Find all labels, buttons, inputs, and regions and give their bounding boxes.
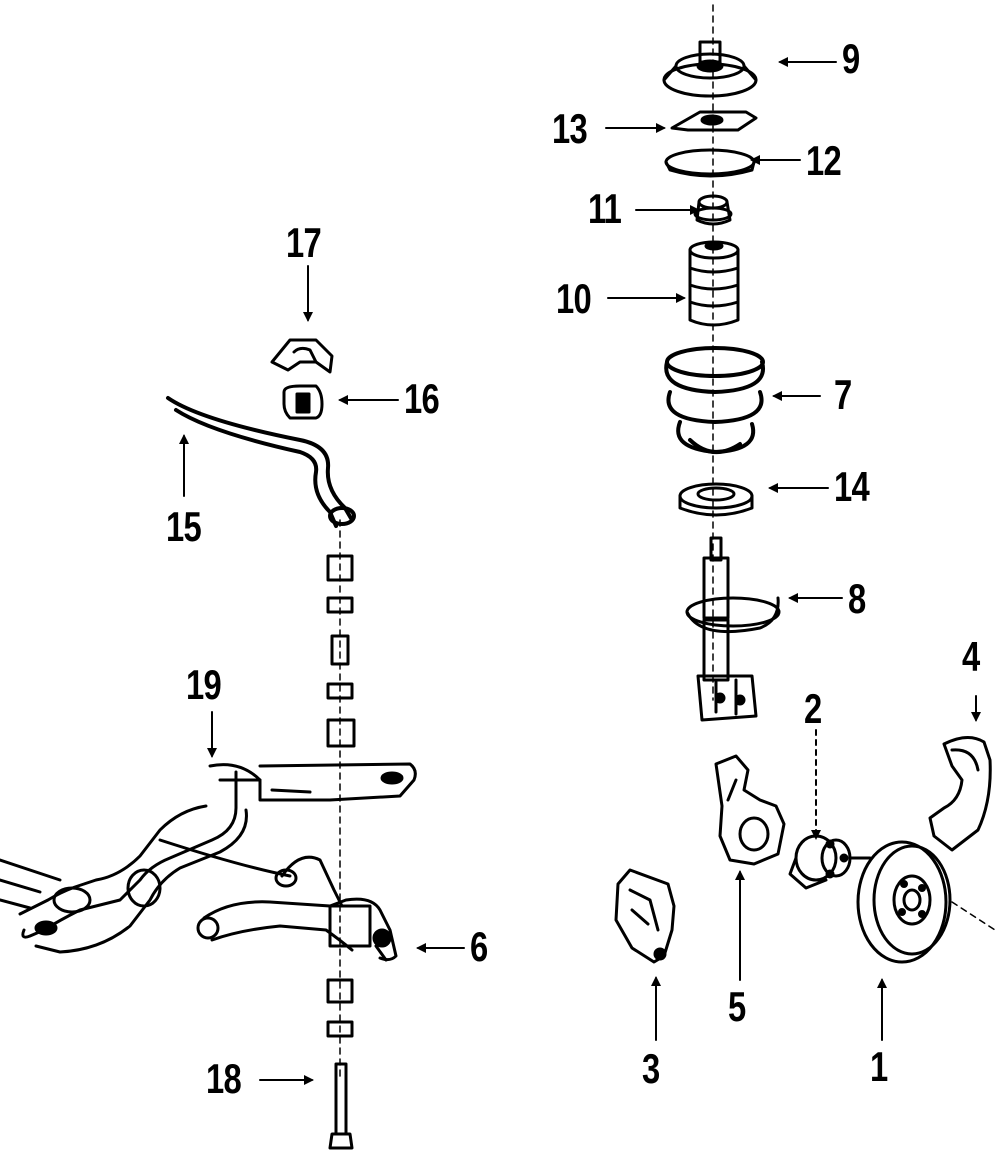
- brake-rotor-part: [856, 840, 996, 964]
- lower-control-arm-part: [196, 855, 398, 962]
- callout-4: 4: [962, 633, 980, 680]
- coil-spring-part: [664, 346, 765, 454]
- callout-1: 1: [870, 1043, 888, 1090]
- upper-strut-mount-part: [662, 40, 758, 98]
- leader-arrows: [179, 57, 981, 1085]
- crossmember-part: [0, 762, 417, 954]
- bump-stop-part: [693, 194, 733, 226]
- dust-boot-part: [688, 240, 740, 327]
- callout-18: 18: [206, 1055, 242, 1102]
- callout-7: 7: [834, 371, 852, 418]
- brake-caliper-part: [614, 868, 676, 964]
- callout-8: 8: [848, 575, 866, 622]
- callout-5: 5: [728, 983, 746, 1030]
- callout-16: 16: [404, 375, 440, 422]
- strut-assembly-part: [685, 536, 781, 722]
- stabilizer-bushing-part: [282, 384, 324, 420]
- insulator-part: [670, 110, 758, 132]
- callout-9: 9: [842, 35, 860, 82]
- steering-knuckle-part: [714, 754, 786, 866]
- callout-2: 2: [804, 685, 822, 732]
- callout-3: 3: [642, 1045, 660, 1092]
- callout-10: 10: [556, 275, 592, 322]
- callout-13: 13: [552, 105, 588, 152]
- stabilizer-bar-part: [166, 396, 356, 528]
- callout-12: 12: [806, 137, 842, 184]
- lower-insulator-part: [678, 482, 754, 517]
- stabilizer-bracket-part: [270, 338, 334, 374]
- callout-6: 6: [470, 923, 488, 970]
- splash-shield-part: [928, 736, 992, 852]
- callout-14: 14: [834, 463, 870, 510]
- wheel-hub-part: [788, 834, 872, 890]
- upper-spring-seat-part: [664, 148, 756, 178]
- callout-19: 19: [186, 661, 222, 708]
- callout-17: 17: [286, 219, 322, 266]
- callout-15: 15: [166, 503, 202, 550]
- stabilizer-link-part: [326, 519, 356, 1150]
- callout-11: 11: [588, 185, 622, 232]
